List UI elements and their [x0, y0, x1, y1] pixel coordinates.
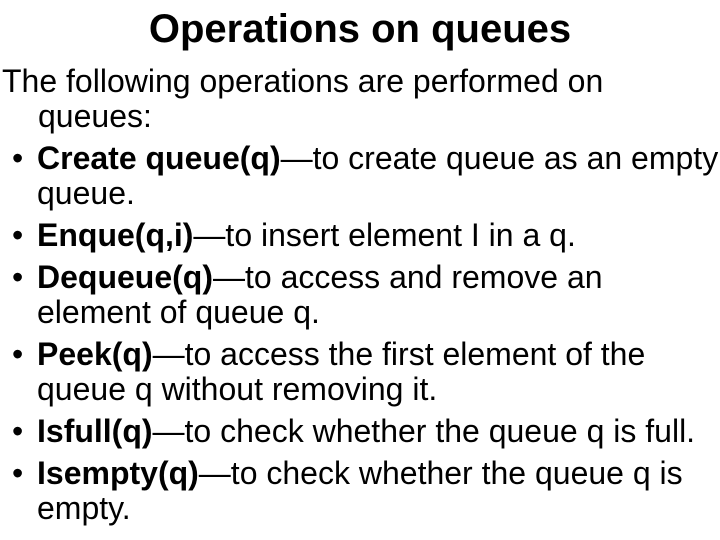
bullet-text: Isfull(q)—to check whether the queue q i… — [37, 414, 720, 449]
bullet-term: Dequeue(q) — [37, 259, 213, 295]
bullet-item: • Isfull(q)—to check whether the queue q… — [2, 414, 720, 449]
bullet-icon: • — [12, 413, 24, 449]
bullet-icon: • — [12, 455, 24, 491]
bullet-term: Peek(q) — [37, 336, 153, 372]
bullet-term: Enque(q,i) — [37, 217, 194, 253]
bullet-text: Isempty(q)—to check whether the queue q … — [37, 456, 720, 526]
bullet-icon: • — [12, 336, 24, 372]
bullet-icon: • — [12, 259, 24, 295]
intro-paragraph: The following operations are performed o… — [2, 63, 604, 134]
bullet-term: Isempty(q) — [37, 455, 199, 491]
bullet-item: • Create queue(q)—to create queue as an … — [2, 141, 720, 211]
bullet-text: Peek(q)—to access the first element of t… — [37, 337, 720, 407]
slide-body: The following operations are performed o… — [0, 64, 720, 526]
bullet-icon: • — [12, 140, 24, 176]
bullet-item: • Enque(q,i)—to insert element I in a q. — [2, 218, 720, 253]
bullet-description: —to access the first element of the queu… — [37, 336, 646, 407]
slide-title: Operations on queues — [148, 7, 572, 51]
bullet-item: • Peek(q)—to access the first element of… — [2, 337, 720, 407]
bullet-description: —to access and remove an element of queu… — [37, 259, 603, 330]
bullet-item: • Isempty(q)—to check whether the queue … — [2, 456, 720, 526]
bullet-icon: • — [12, 217, 24, 253]
bullet-item: • Dequeue(q)—to access and remove an ele… — [2, 260, 720, 330]
bullet-description: —to check whether the queue q is empty. — [37, 455, 683, 526]
bullet-description: —to insert element I in a q. — [193, 217, 576, 253]
bullet-term: Create queue(q) — [37, 140, 281, 176]
bullet-term: Isfull(q) — [37, 413, 153, 449]
bullet-text: Dequeue(q)—to access and remove an eleme… — [37, 260, 720, 330]
bullet-text: Create queue(q)—to create queue as an em… — [37, 141, 720, 211]
bullet-description: —to check whether the queue q is full. — [152, 413, 696, 449]
bullet-description: —to create queue as an empty queue. — [37, 140, 719, 211]
bullet-text: Enque(q,i)—to insert element I in a q. — [37, 218, 720, 253]
